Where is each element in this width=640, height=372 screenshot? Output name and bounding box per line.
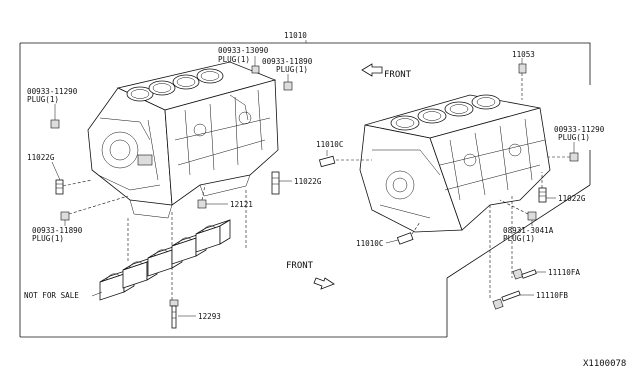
- bolt-12121: [197, 184, 228, 209]
- frame-top: [20, 42, 591, 85]
- label-plug-11290-left-desc: PLUG(1): [27, 95, 59, 104]
- bolt-12293: [169, 299, 196, 329]
- plug-13090: [251, 56, 260, 74]
- frame-diagonal: [446, 184, 591, 279]
- figure-code: X1100078: [583, 359, 626, 369]
- label-bolt-12293: 12293: [198, 312, 221, 321]
- bolt-11110fa: [512, 268, 546, 280]
- guide-lines-right: [489, 196, 513, 300]
- stud-11022g-left: [51, 161, 93, 195]
- label-plug-11890-bottom-desc: PLUG(1): [32, 234, 64, 243]
- label-dowel-11010c-lower: 11010C: [356, 239, 383, 248]
- front-arrow-upper: [361, 63, 383, 77]
- label-plug-13090-desc: PLUG(1): [218, 55, 250, 64]
- stud-11022g-center: [271, 171, 292, 195]
- label-plug-11890-bottom-part: 00933-11890: [32, 226, 83, 235]
- part-11053: [518, 58, 527, 100]
- label-dowel-11010c-upper: 11010C: [316, 140, 343, 149]
- label-front-lower: FRONT: [286, 261, 314, 271]
- stud-11022g-right: [538, 172, 556, 203]
- plug-11290-right: [548, 142, 579, 162]
- label-plug-11890-top-part: 00933-11890: [262, 57, 313, 66]
- label-plug-11890-top-desc: PLUG(1): [276, 65, 308, 74]
- front-arrow-lower: [313, 277, 335, 290]
- label-stud-11022g-left: 11022G: [27, 153, 55, 162]
- plug-3041a: [499, 199, 537, 226]
- label-front-upper: FRONT: [384, 70, 412, 80]
- label-plug-11290-right-part: 00933-11290: [554, 125, 605, 134]
- bolt-11110fb: [492, 290, 534, 310]
- label-bolt-12121: 12121: [230, 200, 253, 209]
- dowel-11010c-upper: [318, 150, 372, 168]
- label-plug-11290-left-part: 00933-11290: [27, 87, 78, 96]
- label-stud-11022g-center: 11022G: [294, 177, 322, 186]
- plug-11290-left: [50, 104, 60, 129]
- plug-11890-bottom: [60, 195, 129, 226]
- engine-block-right: [359, 94, 551, 233]
- engine-block-left: [87, 61, 279, 219]
- plug-11890-top: [283, 74, 293, 91]
- assembly-number: 11010: [284, 31, 307, 40]
- leader-not-for-sale: [91, 291, 103, 297]
- dowel-11010c-lower: [385, 221, 421, 245]
- label-plug-3041a-part: 08931-3041A: [503, 226, 554, 235]
- label-bolt-11110fb: 11110FB: [536, 291, 568, 300]
- bearing-caps: [99, 219, 231, 301]
- guide-lines-left: [127, 190, 247, 300]
- label-part-11053: 11053: [512, 50, 535, 59]
- label-plug-13090-part: 00933-13090: [218, 46, 269, 55]
- label-not-for-sale: NOT FOR SALE: [24, 291, 79, 300]
- label-bolt-11110fa: 11110FA: [548, 268, 580, 277]
- label-plug-11290-right-desc: PLUG(1): [558, 133, 590, 142]
- label-stud-11022g-right: 11022G: [558, 194, 586, 203]
- label-plug-3041a-desc: PLUG(1): [503, 234, 535, 243]
